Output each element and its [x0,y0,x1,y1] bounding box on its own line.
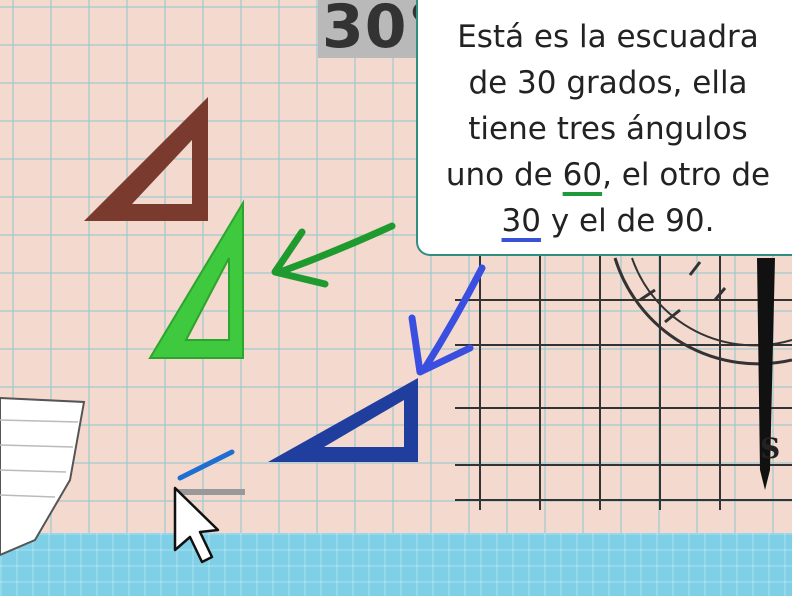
callout-line-3: tiene tres ángulos [468,111,748,147]
green-set-square [148,199,244,359]
compass-rose-icon [613,257,792,490]
mouse-cursor-icon [173,486,220,564]
brown-set-square [84,97,208,221]
marker-stroke [177,449,235,481]
explanation-callout: Está es la escuadra de 30 grados, ella t… [416,0,792,256]
callout-line-4: uno de 60, el otro de [430,152,786,198]
callout-line-5-suffix: y el de 90. [540,203,715,239]
blue-set-square [268,378,418,462]
water-band [0,533,792,596]
blue-arrow-annotation [408,264,486,376]
compass-south-label: S [760,432,780,465]
callout-line-4-prefix: uno de [445,157,563,193]
callout-line-1: Está es la escuadra [457,19,759,55]
boat-illustration [0,396,86,557]
callout-line-2: de 30 grados, ella [468,65,748,101]
callout-line-4-suffix: , el otro de [602,157,771,193]
boat-stripes [0,419,79,498]
callout-thirty-value: 30 [501,203,541,239]
green-arrow-annotation [271,222,396,288]
callout-line-5: 30 y el de 90. [430,198,786,244]
callout-sixty-value: 60 [562,157,603,193]
